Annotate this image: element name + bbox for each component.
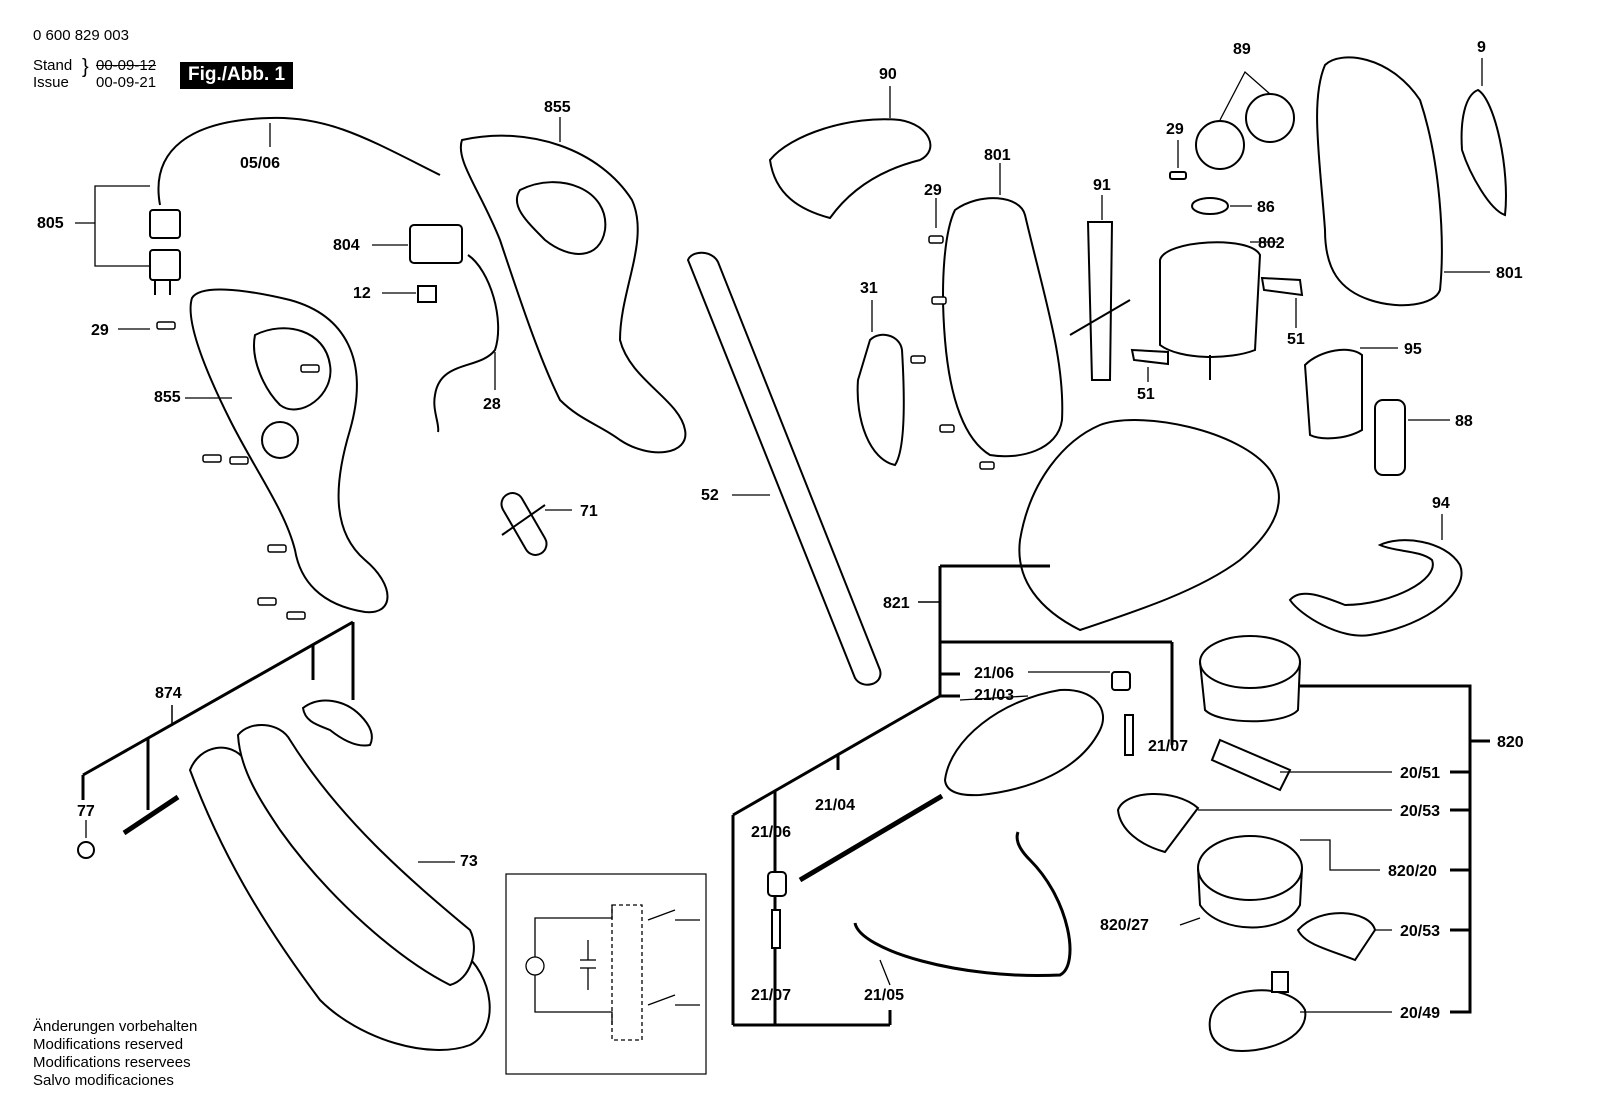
part-label: 855 <box>154 389 181 406</box>
part-label: 874 <box>155 685 182 702</box>
part-label: 29 <box>1166 121 1184 138</box>
spool-clip-drawing <box>1210 738 1292 792</box>
part-label: 20/53 <box>1400 923 1440 940</box>
stand-label: Stand <box>33 57 73 74</box>
part-label: 95 <box>1404 341 1422 358</box>
spool-cap-drawing <box>1208 989 1307 1052</box>
part-label: 29 <box>91 322 109 339</box>
plate-drawing <box>856 333 905 467</box>
tube-drawing <box>686 251 882 686</box>
part-label: 21/07 <box>1148 738 1188 755</box>
part-label: 805 <box>37 215 64 232</box>
motor-housing-left-drawing <box>942 197 1064 458</box>
part-label: 9 <box>1477 39 1486 56</box>
spool-housing-drawing <box>1199 635 1301 689</box>
part-number: 0 600 829 003 <box>33 27 129 44</box>
part-label: 821 <box>883 595 910 612</box>
brace-icon: } <box>82 56 89 78</box>
power-cable-drawing <box>157 116 441 206</box>
note-line: Änderungen vorbehalten <box>33 1018 198 1035</box>
issue-label: Issue <box>33 74 69 91</box>
fan-cover-drawing <box>1303 348 1363 440</box>
part-label: 51 <box>1287 331 1305 348</box>
part-label-layer: 90 89 9 855 05/06 805 804 12 28 29 855 7… <box>37 39 1524 1022</box>
clamp-drawing <box>301 699 373 747</box>
part-label: 20/49 <box>1400 1005 1440 1022</box>
motor-housing-right-drawing <box>1316 56 1443 307</box>
part-label: 28 <box>483 396 501 413</box>
part-label: 71 <box>580 503 598 520</box>
part-label: 21/04 <box>815 797 855 814</box>
part-label: 89 <box>1233 41 1251 58</box>
cable-plug-drawing <box>149 249 181 281</box>
part-label: 88 <box>1455 413 1473 430</box>
retainer-drawing <box>1296 912 1377 962</box>
stand-date: 00-09-12 <box>96 57 157 74</box>
note-line: Modifications reserved <box>33 1036 184 1053</box>
cover-cap-drawing <box>768 118 932 220</box>
part-label: 05/06 <box>240 155 280 172</box>
part-label: 90 <box>879 66 897 83</box>
lever-drawing <box>1086 221 1114 381</box>
modifications-note: Änderungen vorbehalten Modifications res… <box>33 1018 197 1090</box>
switch-drawing <box>409 224 463 264</box>
bearing-drawing <box>1195 120 1245 170</box>
part-label: 820 <box>1497 734 1524 751</box>
spool-dome-drawing <box>943 688 1105 797</box>
part-label: 21/05 <box>864 987 904 1004</box>
part-label: 86 <box>1257 199 1275 216</box>
part-label: 91 <box>1093 177 1111 194</box>
cable-plug-drawing <box>149 209 181 239</box>
part-label: 820/27 <box>1100 917 1149 934</box>
bow-handle-drawing <box>1288 539 1463 637</box>
handle-half-left-drawing <box>189 288 389 614</box>
key-drawing <box>500 492 548 556</box>
spool-drawing <box>1197 835 1303 901</box>
part-label: 801 <box>1496 265 1523 282</box>
part-label: 804 <box>333 237 360 254</box>
part-label: 29 <box>924 182 942 199</box>
part-label: 820/20 <box>1388 863 1437 880</box>
part-label: 51 <box>1137 386 1155 403</box>
part-label: 94 <box>1432 495 1450 512</box>
part-label: 77 <box>77 803 95 820</box>
part-label: 21/07 <box>751 987 791 1004</box>
fan-drawing <box>1374 399 1406 476</box>
part-label: 73 <box>460 853 478 870</box>
part-label: 12 <box>353 285 371 302</box>
handle-half-right-drawing <box>459 134 687 454</box>
part-label: 21/06 <box>751 824 791 841</box>
retainer-drawing <box>1116 792 1200 854</box>
part-label: 31 <box>860 280 878 297</box>
note-line: Salvo modificaciones <box>33 1072 174 1089</box>
motor-drawing <box>1159 241 1262 358</box>
circuit-schematic-drawing <box>525 904 700 1041</box>
note-line: Modifications reservees <box>33 1054 191 1071</box>
part-label: 52 <box>701 487 719 504</box>
screw-group-drawing <box>156 321 320 620</box>
guard-hood-drawing <box>1018 419 1280 632</box>
bearing-drawing <box>1245 93 1295 143</box>
part-label: 21/03 <box>974 687 1014 704</box>
part-label: 855 <box>544 99 571 116</box>
wire-bow-drawing <box>853 831 1072 978</box>
part-label: 21/06 <box>974 665 1014 682</box>
part-label: 20/51 <box>1400 765 1440 782</box>
cover-plate-drawing <box>1460 88 1507 217</box>
figure-title: Fig./Abb. 1 <box>180 62 294 89</box>
circuit-diagram-box <box>505 873 707 1075</box>
part-label: 20/53 <box>1400 803 1440 820</box>
part-label: 801 <box>984 147 1011 164</box>
part-label: 802 <box>1258 235 1285 252</box>
issue-date: 00-09-21 <box>96 74 157 91</box>
wire-drawing <box>433 254 500 433</box>
